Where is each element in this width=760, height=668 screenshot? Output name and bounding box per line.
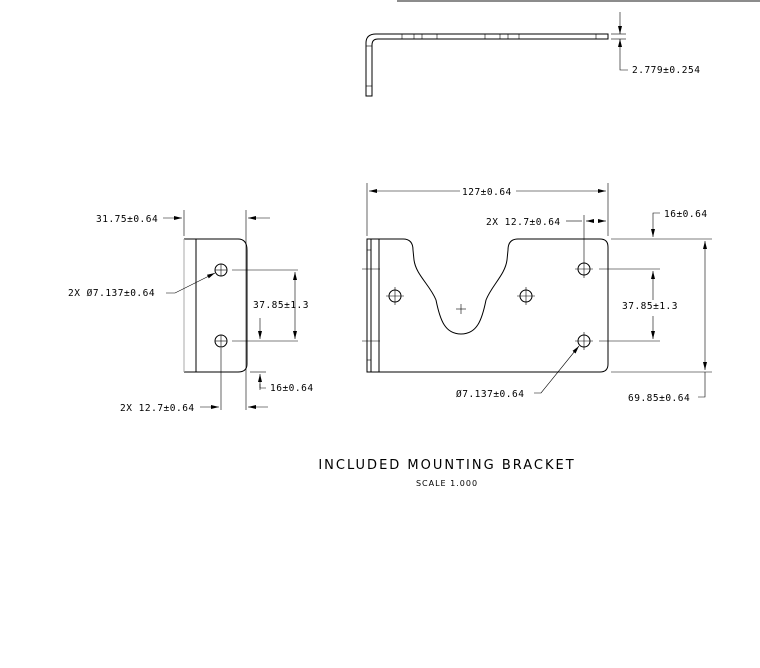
hole-offset-dimension: 2X 12.7±0.64: [120, 403, 195, 414]
hole-offset-dimension: 2X 12.7±0.64: [486, 217, 561, 228]
hole-icon: [388, 289, 402, 303]
width-dimension: 31.75±0.64: [96, 214, 158, 225]
front-view: 127±0.64 2X 12.7±0.64 16±0.64 37.85±1.3 …: [362, 183, 712, 404]
height-dimension: 69.85±0.64: [628, 393, 690, 404]
length-dimension: 127±0.64: [462, 187, 512, 198]
hole-spacing-dimension: 37.85±1.3: [622, 301, 678, 312]
hole-spacing-dimension: 37.85±1.3: [253, 300, 309, 311]
hole-icon: [519, 289, 533, 303]
thickness-dimension: 2.779±0.254: [632, 65, 700, 76]
hole-icon: [577, 334, 591, 348]
drawing-scale: SCALE 1.000: [416, 479, 478, 488]
left-view: 31.75±0.64 2X Ø7.137±0.64 37.85±1.3 16±0…: [68, 210, 314, 414]
hole-diameter-dimension: 2X Ø7.137±0.64: [68, 288, 155, 299]
hole-diameter-dimension: Ø7.137±0.64: [456, 389, 524, 400]
hole-icon: [577, 262, 591, 276]
side-view: 2.779±0.254: [365, 12, 700, 97]
edge-offset-dimension: 16±0.64: [664, 209, 708, 220]
drawing-title: INCLUDED MOUNTING BRACKET: [318, 458, 575, 473]
edge-offset-dimension: 16±0.64: [270, 383, 314, 394]
